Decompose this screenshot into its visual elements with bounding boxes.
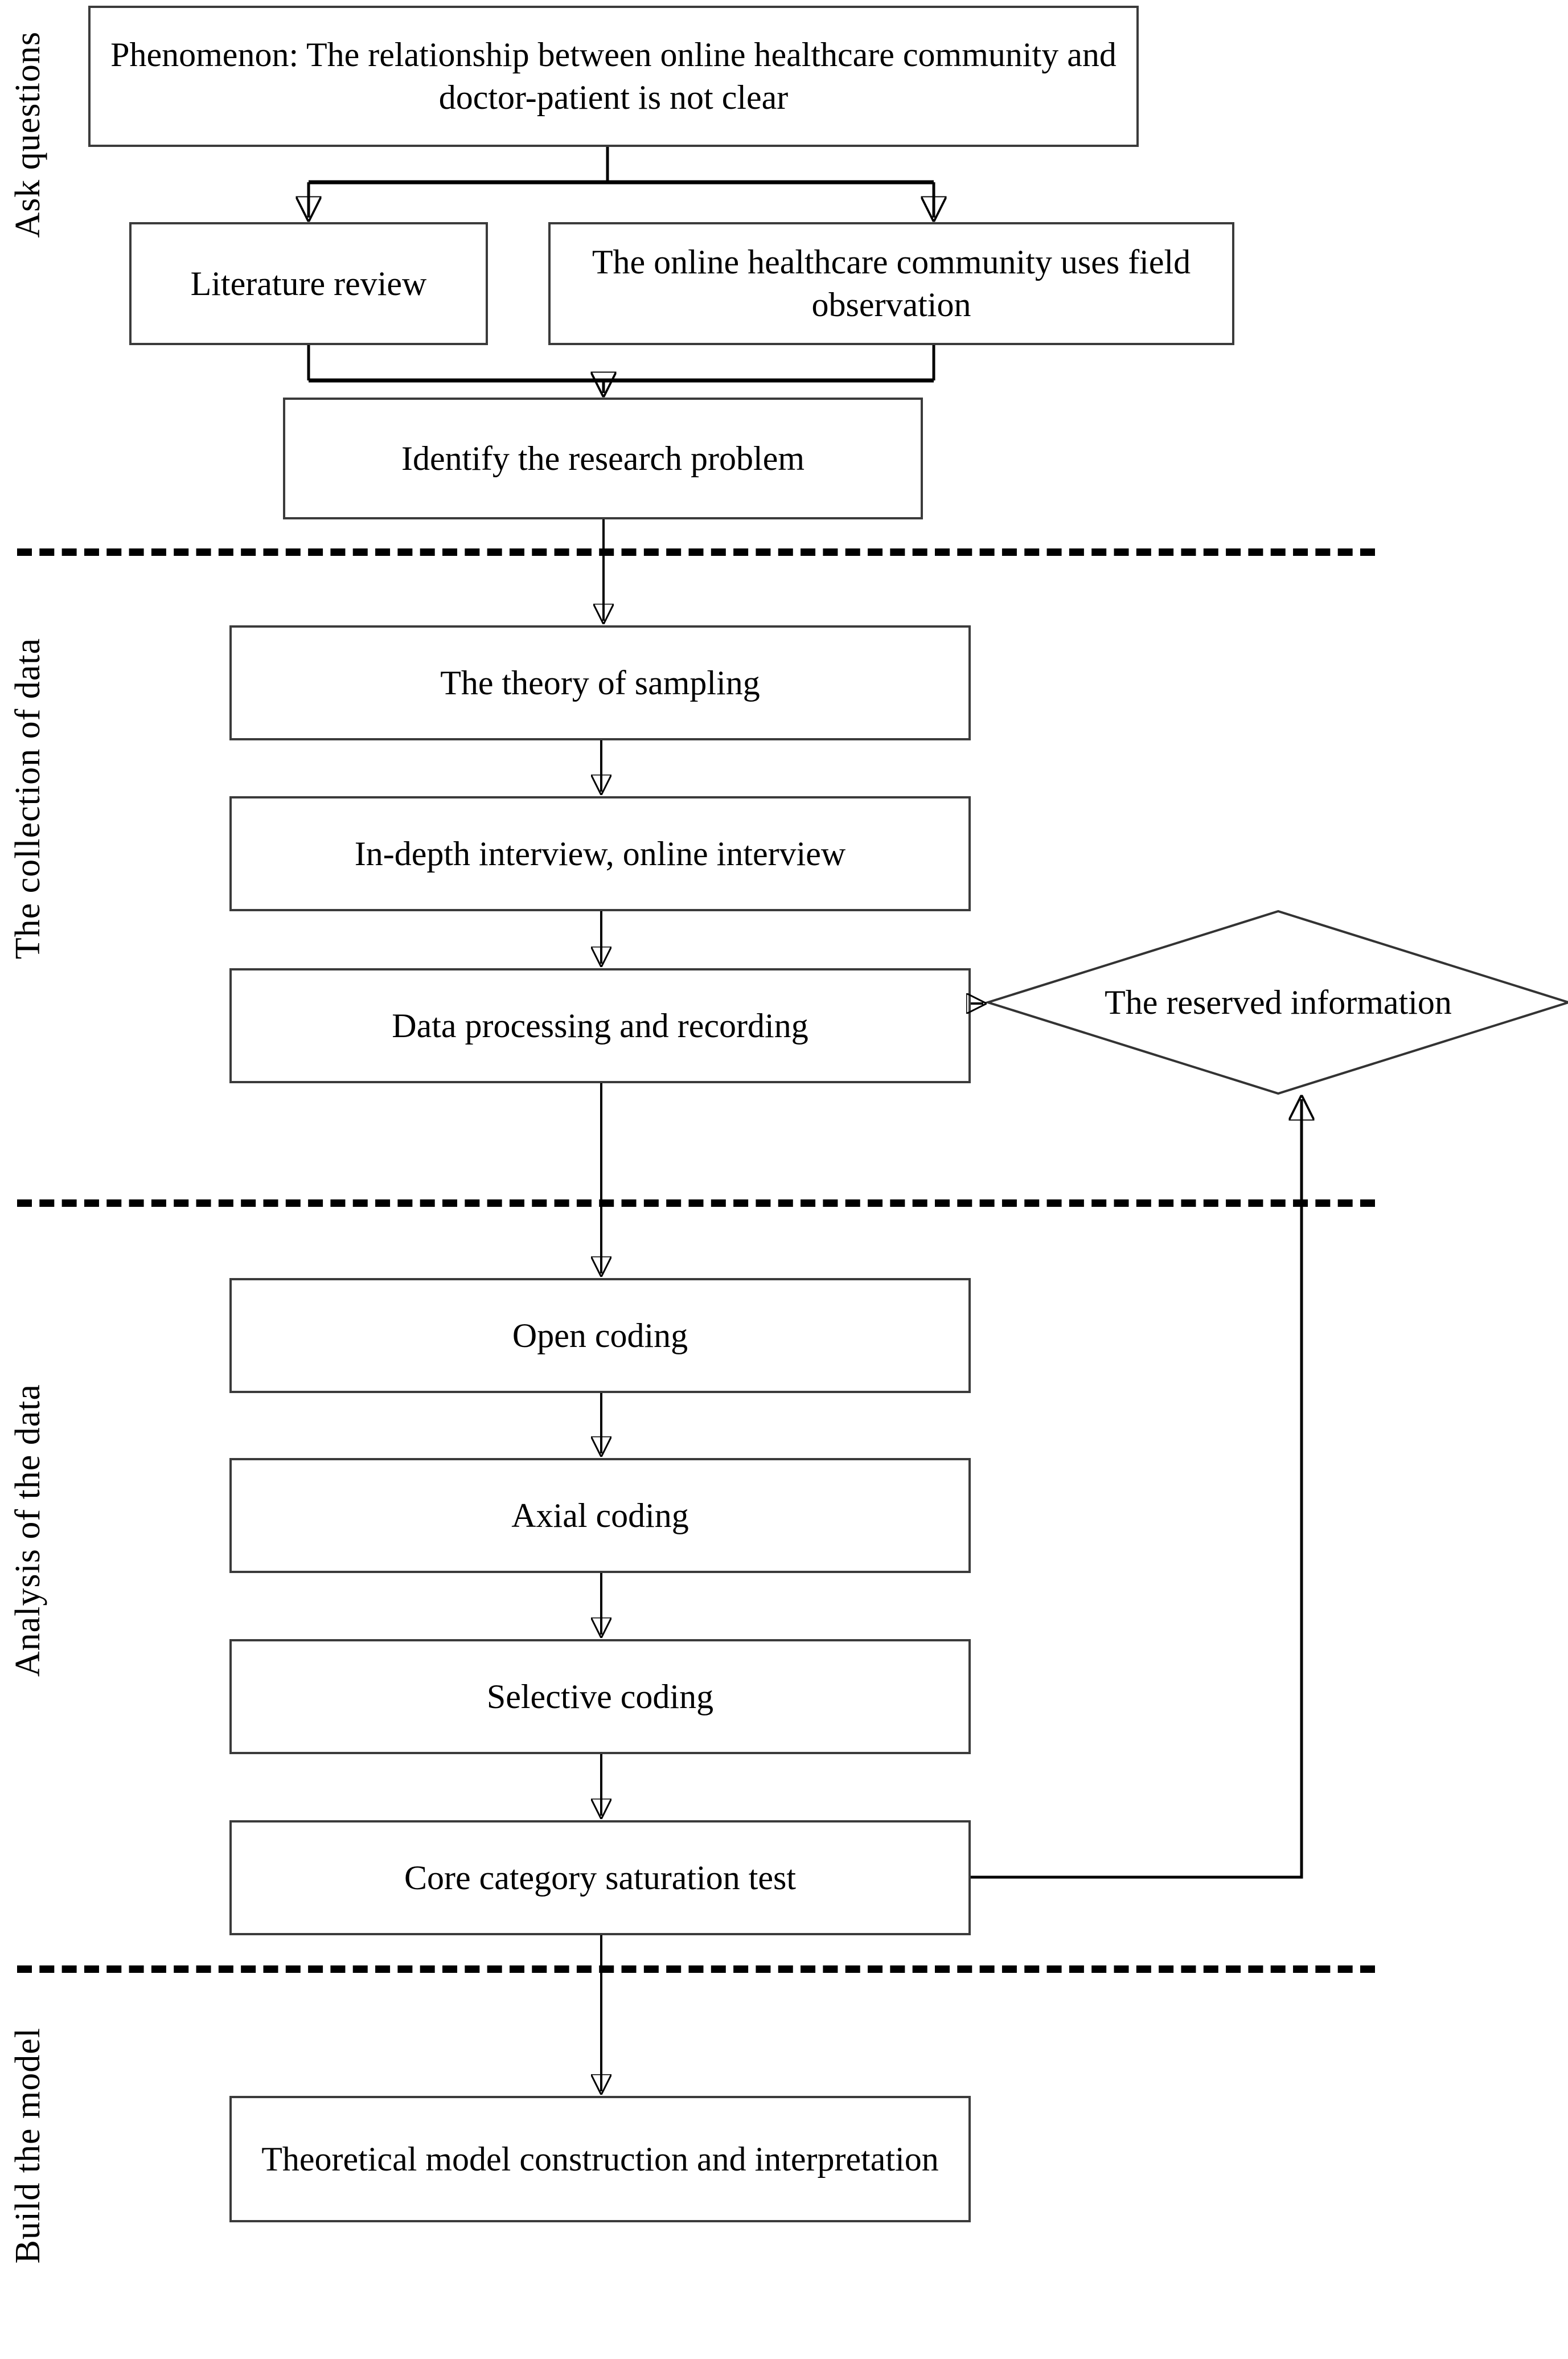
diamond-shape (984, 910, 1568, 1095)
link-saturation-test-feedback-to-reserved-information (971, 1099, 1302, 1879)
node-phenomenon[interactable]: Phenomenon: The relationship between onl… (88, 6, 1139, 147)
node-saturation-test-label: Core category saturation test (404, 1858, 797, 1897)
section-divider-2 (17, 1199, 1375, 1207)
node-theoretical-model[interactable]: Theoretical model construction and inter… (229, 2096, 971, 2222)
stage-label-analysis-of-the-data: Analysis of the data (9, 1384, 47, 1677)
node-data-processing-label: Data processing and recording (392, 1006, 808, 1045)
section-divider-1 (17, 548, 1375, 556)
node-theory-of-sampling[interactable]: The theory of sampling (229, 625, 971, 740)
node-literature-review[interactable]: Literature review (129, 222, 488, 345)
node-field-observation[interactable]: The online healthcare community uses fie… (548, 222, 1234, 345)
node-theoretical-model-label: Theoretical model construction and inter… (261, 2140, 939, 2178)
node-theory-of-sampling-label: The theory of sampling (440, 664, 760, 702)
node-data-processing[interactable]: Data processing and recording (229, 968, 971, 1083)
node-identify-problem-label: Identify the research problem (401, 439, 805, 477)
stage-label-ask-questions: Ask questions (9, 31, 47, 238)
node-saturation-test[interactable]: Core category saturation test (229, 1820, 971, 1935)
node-open-coding[interactable]: Open coding (229, 1278, 971, 1393)
node-selective-coding-label: Selective coding (486, 1677, 714, 1715)
node-axial-coding-label: Axial coding (511, 1496, 689, 1534)
stage-label-build-the-model: Build the model (9, 2028, 47, 2264)
node-field-observation-label: The online healthcare community uses fie… (592, 243, 1191, 323)
node-reserved-information[interactable]: The reserved information (984, 910, 1568, 1095)
node-phenomenon-label: Phenomenon: The relationship between onl… (110, 36, 1117, 116)
node-open-coding-label: Open coding (512, 1316, 688, 1354)
node-axial-coding[interactable]: Axial coding (229, 1458, 971, 1573)
node-literature-review-label: Literature review (190, 264, 427, 302)
node-identify-problem[interactable]: Identify the research problem (283, 398, 923, 519)
node-interviews-label: In-depth interview, online interview (354, 834, 846, 873)
node-interviews[interactable]: In-depth interview, online interview (229, 796, 971, 911)
section-divider-3 (17, 1965, 1375, 1973)
node-selective-coding[interactable]: Selective coding (229, 1639, 971, 1754)
stage-label-collection-of-data: The collection of data (9, 638, 47, 960)
